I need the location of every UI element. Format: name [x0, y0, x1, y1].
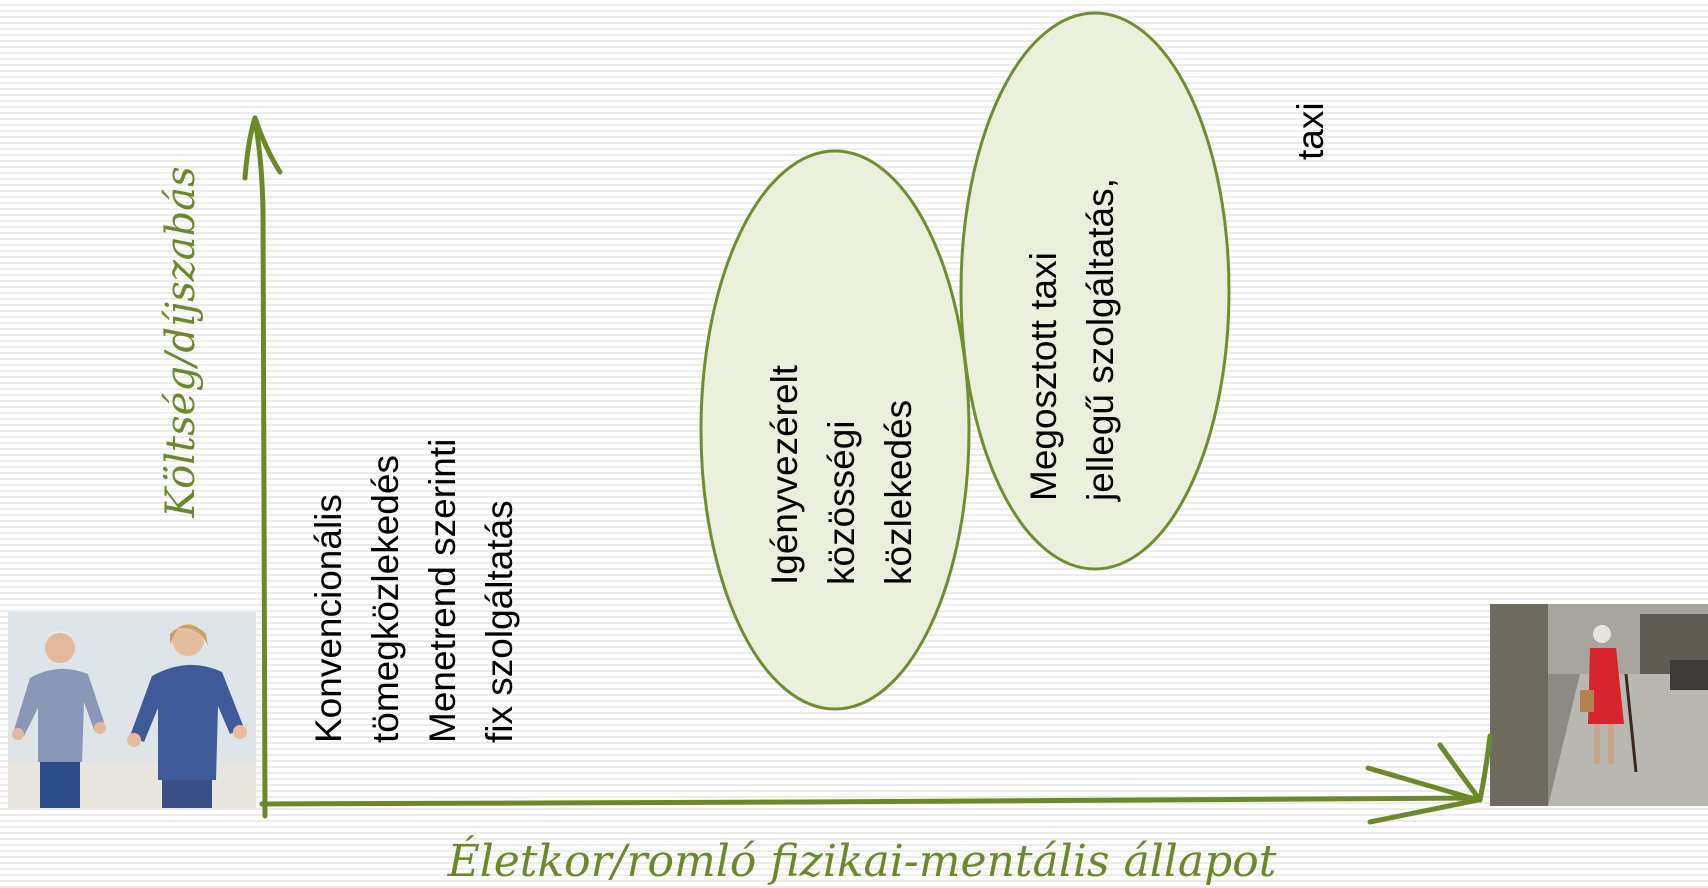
demand-responsive-line-3: közlekedés [878, 400, 919, 585]
y-axis [242, 115, 283, 819]
conventional-line-4: fix szolgáltatás [479, 500, 520, 743]
x-axis [259, 733, 1493, 825]
shared-taxi-line-2: jellegű szolgáltatás, [1080, 178, 1121, 502]
demand-responsive-label: Igényvezérelt közösségi közlekedés [764, 364, 919, 585]
conventional-line-3: Menetrend szerinti [422, 439, 463, 743]
photo-active-seniors [8, 612, 256, 808]
taxi-label: taxi [1290, 102, 1331, 160]
taxi-line-1: taxi [1290, 102, 1331, 160]
shared-taxi-label: Megosztott taxi jellegű szolgáltatás, [1023, 178, 1121, 502]
demand-responsive-line-2: közösségi [821, 420, 862, 585]
x-axis-label: Életkor/romló fizikai-mentális állapot [447, 834, 1277, 887]
conventional-line-2: tömegközlekedés [365, 455, 406, 743]
conventional-service-label: Konvencionális tömegközlekedés Menetrend… [308, 439, 520, 743]
ellipse-shared-taxi [959, 11, 1231, 571]
y-axis-label: Költség/díjszabás [158, 166, 204, 518]
shared-taxi-line-1: Megosztott taxi [1023, 252, 1064, 501]
photo-elderly-woman-with-cane [1490, 604, 1708, 806]
conventional-line-1: Konvencionális [308, 494, 349, 743]
ellipse-demand-responsive [699, 149, 971, 711]
demand-responsive-line-1: Igényvezérelt [764, 364, 805, 585]
